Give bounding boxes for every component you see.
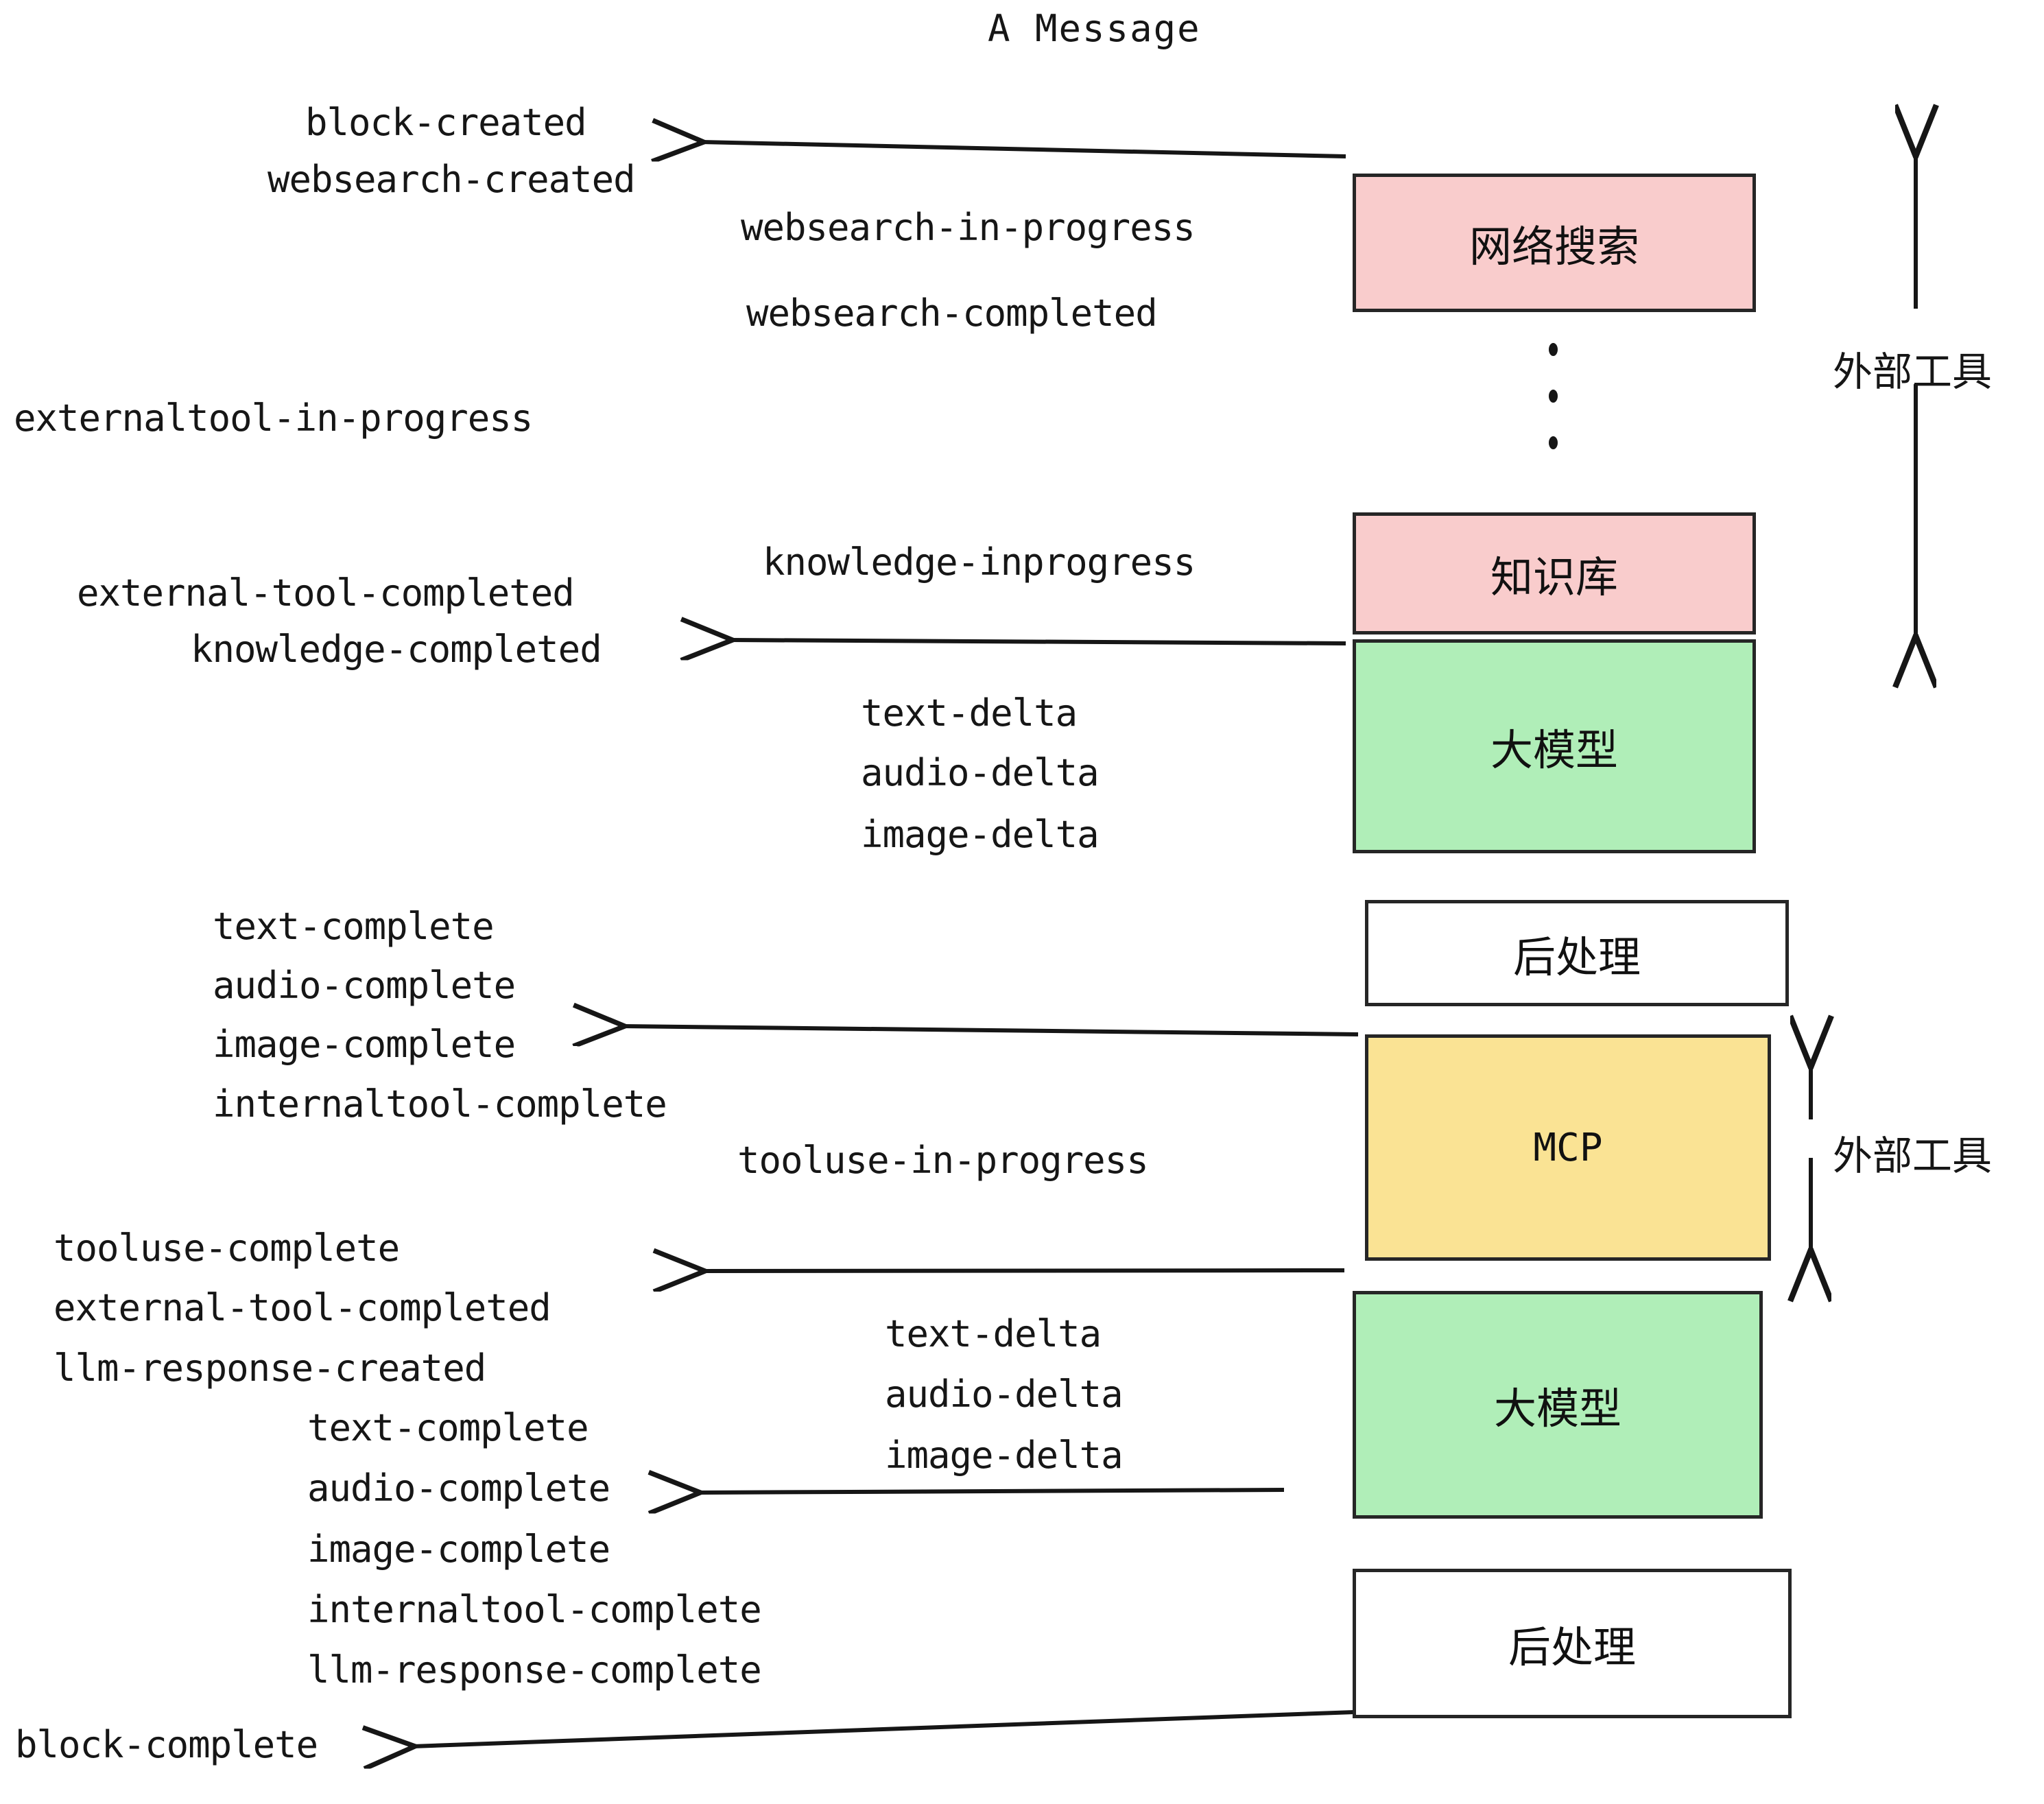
box-mcp: MCP — [1365, 1034, 1771, 1261]
event-label-externaltool-in-progress: externaltool-in-progress — [14, 396, 533, 440]
box-websearch: 网络搜索 — [1353, 174, 1756, 312]
page-title: A Message — [988, 7, 1201, 50]
event-label-block-created: block-created — [305, 101, 587, 144]
event-label-tooluse-in-progress: tooluse-in-progress — [737, 1139, 1149, 1182]
event-label-llm-response-created: llm-response-created — [54, 1346, 486, 1390]
event-label-image-delta-1: image-delta — [861, 813, 1100, 856]
event-label-knowledge-inprogress: knowledge-inprogress — [763, 541, 1196, 584]
event-label-image-complete-1: image-complete — [213, 1023, 516, 1066]
bracket-arrows — [1811, 154, 1916, 1252]
event-label-audio-delta-1: audio-delta — [861, 751, 1100, 794]
arrow-knowledge-completed — [730, 640, 1346, 643]
arrow-tooluse-complete — [703, 1270, 1345, 1271]
box-knowledge: 知识库 — [1353, 512, 1756, 634]
box-llm-1: 大模型 — [1353, 639, 1756, 853]
box-label: 网络搜索 — [1469, 222, 1639, 272]
event-label-block-complete: block-complete — [15, 1723, 318, 1766]
event-label-knowledge-completed: knowledge-completed — [191, 628, 602, 671]
event-label-internaltool-complete-1: internaltool-complete — [213, 1082, 667, 1126]
ellipsis-dot — [1549, 390, 1558, 403]
event-label-image-delta-2: image-delta — [885, 1434, 1124, 1477]
event-label-websearch-completed: websearch-completed — [746, 292, 1158, 335]
event-label-external-tool-completed-2: external-tool-completed — [54, 1286, 551, 1329]
event-label-websearch-in-progress: websearch-in-progress — [741, 206, 1196, 249]
event-label-internaltool-complete-2: internaltool-complete — [307, 1588, 762, 1631]
ellipsis-dot — [1549, 436, 1558, 449]
box-postprocess-2: 后处理 — [1353, 1569, 1792, 1718]
box-label: 知识库 — [1490, 552, 1618, 602]
annotation-external-tools-bottom: 外部工具 — [1833, 1132, 1993, 1179]
arrow-block-complete — [413, 1710, 1355, 1746]
event-label-audio-complete-2: audio-complete — [307, 1467, 610, 1510]
vertical-ellipsis-icon — [1549, 343, 1558, 449]
box-llm-2: 大模型 — [1353, 1291, 1763, 1519]
event-label-text-complete-2: text-complete — [307, 1406, 589, 1449]
event-label-llm-response-complete: llm-response-complete — [307, 1648, 762, 1692]
box-label: MCP — [1533, 1125, 1603, 1170]
event-label-audio-complete-1: audio-complete — [213, 964, 516, 1007]
arrow-image-complete — [623, 1026, 1359, 1034]
box-label: 大模型 — [1493, 1384, 1621, 1434]
event-label-text-delta-1: text-delta — [861, 691, 1078, 735]
annotation-external-tools-top: 外部工具 — [1833, 348, 1993, 395]
box-postprocess-1: 后处理 — [1365, 900, 1789, 1006]
box-label: 后处理 — [1508, 1622, 1636, 1672]
event-label-tooluse-complete: tooluse-complete — [54, 1226, 400, 1270]
box-label: 大模型 — [1490, 725, 1618, 775]
ellipsis-dot — [1549, 343, 1558, 356]
event-label-text-complete-1: text-complete — [213, 905, 495, 948]
event-label-text-delta-2: text-delta — [885, 1312, 1102, 1355]
event-label-external-tool-completed-1: external-tool-completed — [77, 571, 575, 615]
event-label-audio-delta-2: audio-delta — [885, 1373, 1124, 1416]
arrow-audio-complete — [698, 1490, 1285, 1493]
arrow-block-created — [702, 142, 1346, 156]
event-label-image-complete-2: image-complete — [307, 1528, 610, 1571]
box-label: 后处理 — [1512, 931, 1641, 982]
event-label-websearch-created: websearch-created — [268, 158, 636, 201]
